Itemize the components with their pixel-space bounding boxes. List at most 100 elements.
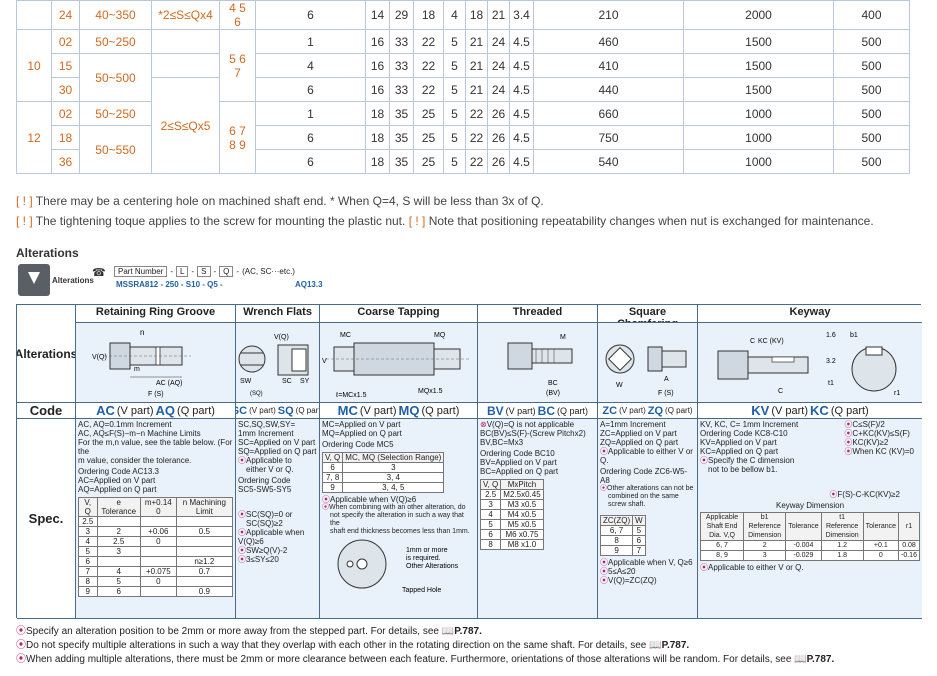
attention-icon: ⦿	[238, 456, 246, 465]
spec-cell: 21	[465, 77, 488, 102]
mini-table-cell: 0	[139, 576, 177, 587]
attention-icon: ⦿	[844, 447, 853, 456]
spec-cell: 5	[443, 125, 466, 150]
spec-cell: 4.5	[509, 149, 534, 174]
part-number-format: Part Number- L- S- Q- (AC, SC···etc.)	[114, 266, 295, 277]
mini-table-cell: -0.004	[785, 540, 822, 551]
mini-table-cell: 6, 7	[599, 525, 634, 536]
mini-table-cell: +0.1	[862, 540, 900, 551]
label-1mm: 1mm or more	[406, 547, 448, 554]
diagram-retaining-ring-groove: n V(Q) m AC (AQ) F (S)	[76, 323, 236, 403]
label-required: is required.	[406, 555, 441, 562]
mini-table-cell	[175, 516, 234, 527]
mini-table-cell: 9	[599, 545, 634, 556]
spec-cell: 460	[533, 29, 684, 54]
page-ref-link[interactable]: P.787.	[661, 640, 690, 651]
mini-table-cell	[96, 556, 141, 567]
code-square-chamfering: ZC(V part) ZQ(Q part)	[598, 403, 698, 419]
code-coarse-tapping: MC(V part) MQ(Q part)	[320, 403, 478, 419]
book-icon: 📖	[794, 654, 807, 665]
label-mqx: MQx1.5	[418, 388, 443, 395]
spec-cell: 50~550	[79, 125, 152, 174]
attention-icon: ⦿	[844, 429, 853, 438]
mini-table-cell: 0	[862, 550, 900, 561]
spec-threaded: ⊗V(Q)=Q is not applicable BC(BV)≤S(F)-(S…	[478, 419, 598, 619]
spec-cell: 22	[465, 101, 488, 126]
label-a: A	[664, 376, 669, 383]
mini-table-cell: 0.9	[175, 586, 234, 597]
page-ref-link[interactable]: P.787.	[454, 626, 482, 637]
part-number-box: Part Number	[114, 266, 168, 277]
mini-table-cell: 3, 4	[342, 472, 445, 483]
label-mq: MQ	[434, 332, 446, 339]
spec-cell: 02	[51, 101, 80, 126]
retaining-ring-groove-diagram: n V(Q) m AC (AQ) F (S)	[92, 328, 191, 398]
mini-table-cell: 6	[321, 462, 344, 473]
spec-cell: 16	[365, 29, 390, 54]
alterations-heading: Alterations	[16, 246, 79, 260]
label-t1: t1	[828, 380, 834, 387]
spec-cell: 35	[389, 149, 414, 174]
diagram-coarse-tapping: MC MQ V ℓ=MCx1.5 MQx1.5	[320, 323, 478, 403]
mini-table-cell: +0.075	[139, 566, 177, 577]
label-r1: r1	[894, 390, 900, 397]
spec-cell: 500	[833, 125, 910, 150]
label-sq: (SQ)	[250, 391, 263, 397]
mini-table-cell: M6 x0.75	[500, 529, 544, 540]
col-coarse-tapping: Coarse Tapping	[320, 305, 478, 323]
spec-cell: 6	[255, 125, 366, 150]
mini-table-cell	[175, 546, 234, 557]
label-m-thread: M	[560, 334, 566, 341]
footnote-3: ⦿When adding multiple alterations, there…	[16, 654, 835, 665]
spec-cell: 500	[833, 149, 910, 174]
spec-keyway: KV, KC, C= 1mm Increment Ordering Code K…	[698, 419, 922, 619]
label-fs: F (S)	[148, 391, 164, 398]
spec-cell: 500	[833, 29, 910, 54]
spec-cell: 4.5	[509, 29, 534, 54]
mini-table-cell	[175, 576, 234, 587]
diagram-keyway: C KC (KV) 1.6 b1 3.2 t1 r1 C	[698, 323, 922, 403]
wrench-flats-diagram: V(Q) SW SC SY (SQ)	[238, 334, 310, 397]
attention-icon: ⦿	[238, 510, 246, 519]
spec-cell: 440	[533, 77, 684, 102]
col-retaining-ring-groove: Retaining Ring Groove	[76, 305, 236, 323]
spec-cell: 500	[833, 77, 910, 102]
spec-cell: 16	[365, 77, 390, 102]
spec-cell: 4 5 6	[219, 0, 256, 30]
mini-table-cell	[139, 516, 177, 527]
tapped-hole-diagram: 1mm or more is required. Other Alteratio…	[337, 539, 459, 594]
mini-table-cell: n≥1.2	[175, 556, 234, 567]
mini-table-cell	[139, 586, 177, 597]
spec-cell: 18	[413, 0, 444, 30]
spec-cell: 1000	[683, 101, 834, 126]
label-c-bottom: C	[778, 388, 783, 395]
mini-table-cell: M2.5x0.45	[500, 489, 544, 500]
spec-cell: 5	[443, 101, 466, 126]
book-icon: 📖	[441, 626, 455, 637]
page-ref-link[interactable]: P.787.	[806, 654, 835, 665]
label-w: W	[616, 382, 623, 389]
mini-table-cell: 3	[342, 462, 445, 473]
spec-cell: 24	[487, 53, 510, 78]
attention-icon: ⦿	[844, 420, 853, 429]
spec-cell: 35	[389, 101, 414, 126]
spec-cell: 5	[443, 77, 466, 102]
spec-cell: 22	[465, 149, 488, 174]
alterations-icon	[18, 264, 50, 296]
col-wrench-flats: Wrench Flats	[236, 305, 320, 323]
spec-cell: 50~500	[79, 53, 152, 102]
footnote-1: ⦿Specify an alteration position to be 2m…	[16, 626, 482, 637]
spec-cell: 35	[389, 125, 414, 150]
mini-table-cell: 3	[479, 499, 502, 510]
attention-icon: ⦿	[844, 438, 853, 447]
spec-cell: 22	[413, 77, 444, 102]
